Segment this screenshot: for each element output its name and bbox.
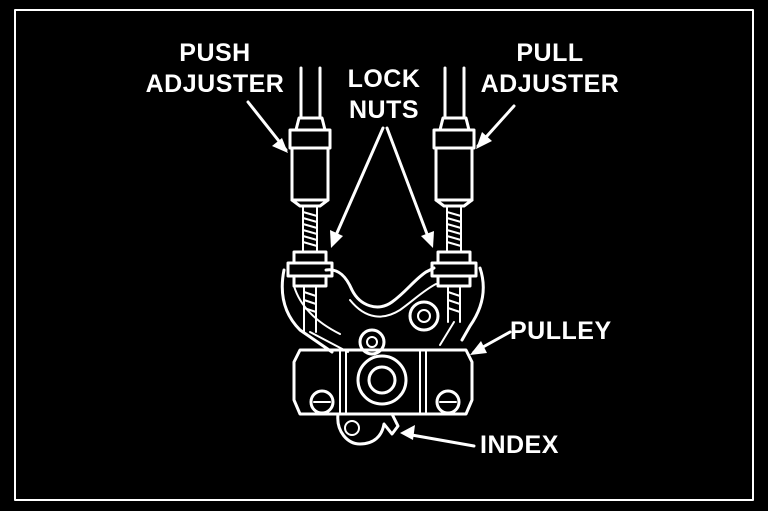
leader-arrows xyxy=(246,100,516,448)
pull-adjuster-label-line1: PULL xyxy=(516,39,584,67)
lock-nut-arrowhead-right xyxy=(421,231,434,248)
push-adjuster-label: PUSH ADJUSTER xyxy=(140,38,290,100)
pulley-end-hole-right xyxy=(435,389,461,415)
pulley-body xyxy=(292,348,474,416)
pull-adjuster-label-line2: ADJUSTER xyxy=(480,70,620,98)
index-boss-hole xyxy=(344,420,360,436)
push-adjuster-label-line1: PUSH xyxy=(179,39,251,67)
index-boss xyxy=(336,412,400,446)
pull-adjuster-hex xyxy=(432,128,476,150)
push-adjuster-collar xyxy=(290,198,330,208)
pull-lower-threads xyxy=(447,291,461,313)
push-adjuster-label-line2: ADJUSTER xyxy=(145,70,285,98)
pull-adjuster-body xyxy=(434,146,474,202)
pull-lock-nut xyxy=(436,250,472,265)
pulley-arrowhead xyxy=(470,341,487,355)
push-adjuster-arrowhead xyxy=(272,138,288,153)
lock-nuts-label-line2: NUTS xyxy=(348,96,420,124)
pull-lock-nut xyxy=(430,261,478,278)
push-adjuster-fitting xyxy=(294,116,327,132)
lock-nuts-label: LOCK NUTS xyxy=(338,64,430,126)
push-adjuster-hex xyxy=(288,128,332,150)
push-adjuster-body xyxy=(290,146,330,202)
pull-adjuster-arrowhead xyxy=(476,132,492,149)
bracket-boss xyxy=(408,300,440,332)
pull-lock-nut xyxy=(436,274,472,288)
pulley-upper-boss-hole xyxy=(366,336,378,348)
diagram-frame xyxy=(14,9,754,501)
pull-adjuster-label: PULL ADJUSTER xyxy=(474,38,626,100)
pulley-hub-inner xyxy=(367,365,397,395)
push-lock-nut xyxy=(292,274,328,288)
bracket-boss-hole xyxy=(417,309,431,323)
lock-nut-leader-left xyxy=(331,126,385,244)
pulley-end-hole-left xyxy=(309,389,335,415)
pulley-assembly xyxy=(292,328,474,446)
index-arrowhead xyxy=(400,425,415,440)
pulley-label: PULLEY xyxy=(510,317,612,345)
push-lock-nut xyxy=(292,250,328,265)
pulley-upper-boss xyxy=(358,328,386,356)
push-rod-threads xyxy=(302,211,318,247)
lock-nut-leader-right xyxy=(385,126,432,244)
pull-inner-cable xyxy=(439,321,455,346)
index-leader xyxy=(404,432,476,448)
cable-bracket xyxy=(280,266,485,354)
pulley-hub xyxy=(356,354,408,406)
index-label: INDEX xyxy=(480,431,559,459)
lock-nuts-label-line1: LOCK xyxy=(347,65,421,93)
pull-adjuster-fitting xyxy=(438,116,471,132)
bracket-inner-edge xyxy=(293,283,437,335)
pull-adjuster-collar xyxy=(434,198,474,208)
pull-cable-assembly xyxy=(430,66,478,346)
lock-nut-arrowhead-left xyxy=(330,230,343,248)
pull-rod-threads xyxy=(446,211,462,247)
